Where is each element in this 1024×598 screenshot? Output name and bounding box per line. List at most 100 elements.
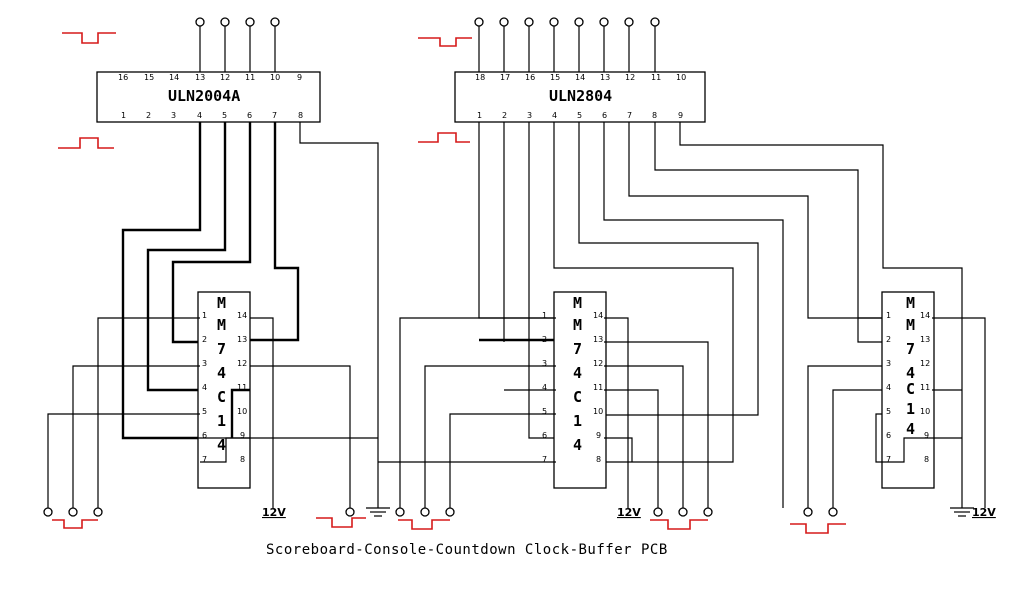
pin-number: 1 (477, 111, 482, 120)
chip-marking-letter: C (573, 388, 582, 406)
pin-number: 12 (625, 73, 635, 82)
chip-marking-letter: M (573, 294, 582, 312)
uln2804-label: ULN2804 (549, 87, 612, 105)
pin-number: 1 (886, 311, 891, 320)
pin-number: 3 (542, 359, 547, 368)
pin-number: 10 (593, 407, 603, 416)
pin-number: 9 (678, 111, 683, 120)
pin-number: 7 (886, 455, 891, 464)
chip-marking-letter: 1 (906, 400, 915, 418)
pin-number: 12 (220, 73, 230, 82)
pin-number: 11 (245, 73, 255, 82)
hex-inverter-3-wiring (807, 317, 986, 508)
pin-number: 4 (542, 383, 547, 392)
pin-number: 11 (593, 383, 603, 392)
pin-number: 3 (171, 111, 176, 120)
pin-number: 3 (202, 359, 207, 368)
pin-number: 7 (202, 455, 207, 464)
pin-number: 14 (575, 73, 585, 82)
pin-number: 2 (502, 111, 507, 120)
pin-number: 3 (527, 111, 532, 120)
pin-number: 4 (202, 383, 207, 392)
supply-label-12v: 12V (617, 506, 641, 519)
pin-number: 1 (542, 311, 547, 320)
chip-marking-letter: 4 (906, 364, 915, 382)
pin-number: 1 (121, 111, 126, 120)
pin-number: 17 (500, 73, 510, 82)
pin-number: 2 (542, 335, 547, 344)
pin-number: 5 (202, 407, 207, 416)
uln2004a-label: ULN2004A (168, 87, 240, 105)
ground-symbol (366, 507, 390, 517)
pin-number: 8 (652, 111, 657, 120)
ground-symbol (950, 507, 974, 517)
pin-number: 5 (577, 111, 582, 120)
pulse-waveform-low (650, 519, 708, 530)
chip-marking-letter: M (217, 316, 226, 334)
top-terminals (195, 17, 660, 72)
pulse-waveform-high (58, 137, 114, 149)
pin-number: 9 (596, 431, 601, 440)
uln2804-chip: ULN2804 18 17 16 15 14 13 12 11 10 1 2 3… (454, 71, 706, 123)
pulse-waveform-high (418, 132, 470, 143)
pin-number: 16 (525, 73, 535, 82)
pin-number: 11 (920, 383, 930, 392)
pin-number: 12 (593, 359, 603, 368)
chip-marking-letter: M (573, 316, 582, 334)
pulse-waveform-low (398, 519, 450, 530)
pin-number: 6 (602, 111, 607, 120)
chip-marking-letter: 1 (217, 412, 226, 430)
pin-number: 8 (924, 455, 929, 464)
pulse-waveform-low (62, 32, 116, 44)
pin-number: 2 (146, 111, 151, 120)
pin-number: 10 (270, 73, 280, 82)
pin-number: 13 (593, 335, 603, 344)
pin-number: 11 (237, 383, 247, 392)
chip-marking-letter: M (217, 294, 226, 312)
pin-number: 9 (924, 431, 929, 440)
pin-number: 6 (247, 111, 252, 120)
supply-label-12v: 12V (972, 506, 996, 519)
pin-number: 14 (237, 311, 247, 320)
pin-number: 8 (298, 111, 303, 120)
pin-number: 5 (542, 407, 547, 416)
pin-number: 7 (542, 455, 547, 464)
pin-number: 6 (886, 431, 891, 440)
pin-number: 14 (593, 311, 603, 320)
pin-number: 10 (920, 407, 930, 416)
pin-number: 6 (202, 431, 207, 440)
pin-number: 13 (920, 335, 930, 344)
chip-marking-letter: 7 (217, 340, 226, 358)
pin-number: 3 (886, 359, 891, 368)
pin-number: 9 (240, 431, 245, 440)
pin-number: 14 (169, 73, 179, 82)
chip-marking-letter: 7 (573, 340, 582, 358)
pulse-waveforms (52, 32, 846, 534)
pin-number: 7 (627, 111, 632, 120)
chip-marking-letter: 4 (906, 420, 915, 438)
pin-number: 15 (550, 73, 560, 82)
hex-inverter-2-wiring (378, 317, 709, 508)
pin-number: 8 (596, 455, 601, 464)
pin-number: 2 (202, 335, 207, 344)
pin-number: 2 (886, 335, 891, 344)
uln2804-wiring (478, 122, 963, 508)
chip-marking-letter: 4 (217, 436, 226, 454)
diagram-title: Scoreboard-Console-Countdown Clock-Buffe… (266, 542, 668, 558)
pulse-waveform-low (316, 517, 366, 528)
pin-number: 4 (552, 111, 557, 120)
pin-number: 16 (118, 73, 128, 82)
pin-number: 4 (886, 383, 891, 392)
chip-marking-letter: M (906, 294, 915, 312)
pin-number: 11 (651, 73, 661, 82)
chip-marking-letter: 4 (573, 364, 582, 382)
pulse-waveform-low (790, 523, 846, 534)
hex-inverter-1-wiring (47, 317, 378, 508)
pin-number: 10 (237, 407, 247, 416)
pin-number: 7 (272, 111, 277, 120)
pin-number: 18 (475, 73, 485, 82)
pin-number: 5 (886, 407, 891, 416)
pin-number: 15 (144, 73, 154, 82)
pin-number: 8 (240, 455, 245, 464)
